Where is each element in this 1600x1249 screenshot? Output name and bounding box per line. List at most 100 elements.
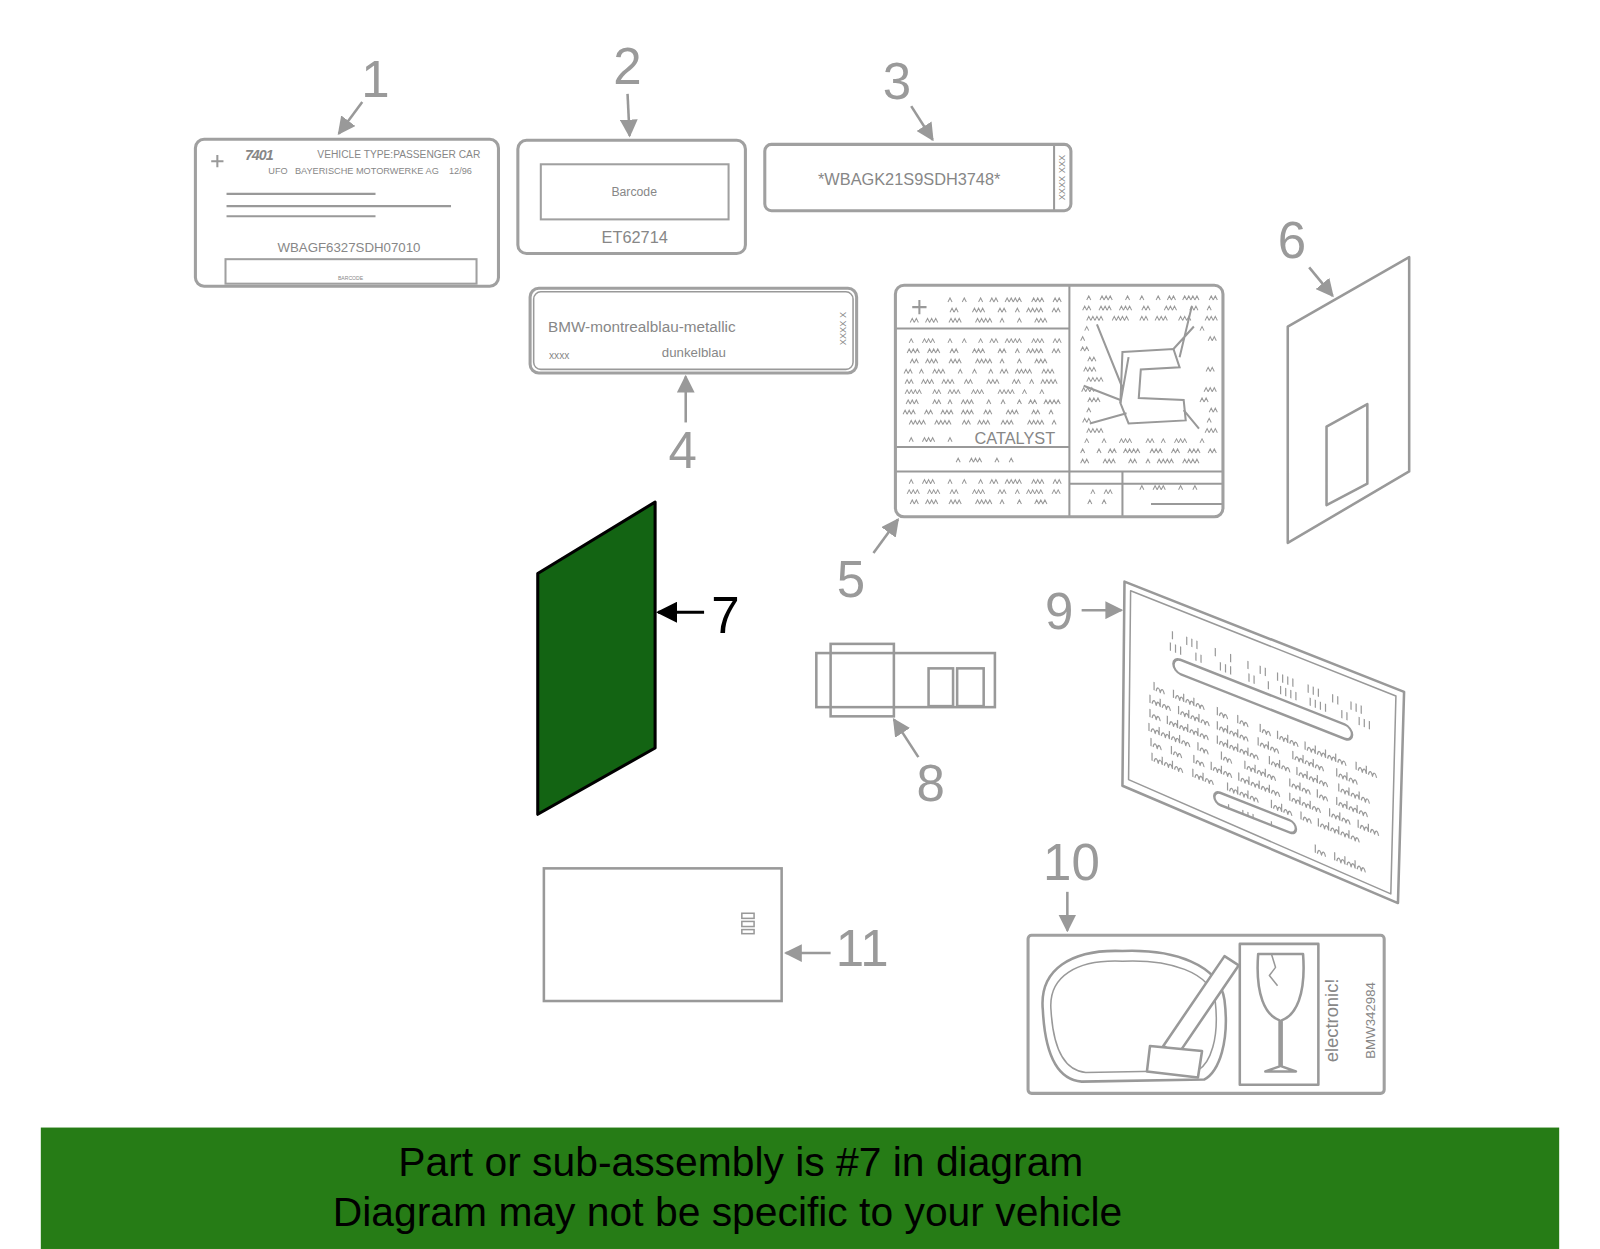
callout-number: 5	[837, 554, 865, 605]
label-text: Barcode	[611, 185, 657, 197]
part-8-connector	[929, 668, 953, 706]
leader-line	[684, 377, 687, 423]
leader-line	[911, 106, 932, 140]
label-text: WBAGF6327SDH07010	[277, 240, 420, 253]
text-texture	[903, 339, 1061, 425]
barcode-label: ET62714 Barcode	[516, 139, 747, 255]
part-10-art	[1258, 954, 1304, 1071]
leader-line	[628, 94, 630, 136]
label-text: BMW-montrealblau-metallic	[548, 319, 736, 334]
emission-label: CATALYST	[894, 284, 1225, 519]
text-texture	[956, 458, 1013, 462]
sticker-4-art	[534, 292, 853, 370]
part-9-card	[1173, 657, 1352, 742]
part-8-connector	[957, 668, 984, 706]
part-10-art	[1163, 956, 1239, 1055]
part-9-card	[1122, 582, 1404, 903]
label-text: electronic!	[1322, 979, 1340, 1063]
label-text: *WBAGK21S9SDH3748*	[818, 171, 1000, 187]
info-banner: Part or sub-assembly is #7 in diagramDia…	[41, 1128, 1559, 1249]
callout-number: 10	[1043, 837, 1100, 888]
part-6-panel	[1327, 404, 1368, 505]
leader-line	[873, 519, 897, 553]
part-10-art	[1240, 944, 1319, 1085]
part-11-box	[544, 868, 782, 1001]
label-text: CATALYST	[974, 431, 1055, 447]
text-texture	[1088, 490, 1112, 504]
sticker-5-art	[1084, 306, 1199, 428]
callout-number: 4	[668, 426, 696, 477]
part-8-connector	[831, 644, 894, 716]
part-9-card	[1149, 622, 1379, 878]
label-text: VEHICLE TYPE:PASSENGER CAR	[317, 150, 480, 160]
label-text: BMW342984	[1364, 982, 1377, 1059]
callout-number: 11	[836, 923, 889, 974]
part-10-art	[1147, 1046, 1202, 1078]
label-text: 12/96	[449, 167, 472, 176]
part-7-panel	[538, 502, 655, 814]
callout-number: 3	[883, 56, 911, 107]
text-texture	[1229, 804, 1272, 826]
text-texture	[1149, 680, 1379, 850]
sticker-3-art	[1053, 145, 1055, 210]
sticker-5-art	[896, 286, 1223, 517]
leader-line	[658, 611, 704, 614]
leader-line	[894, 719, 918, 757]
label-text: 7401	[245, 148, 273, 162]
sticker-3-art	[1053, 145, 1055, 210]
part-11-box	[742, 921, 754, 926]
label-text: XXXX X	[839, 312, 848, 345]
sticker-1-art	[211, 155, 223, 167]
text-texture	[1170, 630, 1369, 729]
barcode-box: BARCODE	[224, 258, 477, 285]
part-6-panel	[1288, 257, 1409, 543]
text-texture	[910, 298, 1061, 322]
leader-lines	[339, 94, 1333, 953]
part-9-card	[1149, 622, 1379, 878]
label-text: xxxx	[549, 351, 569, 361]
part-8-connector	[816, 653, 995, 707]
part-8-connector	[816, 644, 995, 716]
part-7-panel	[538, 502, 655, 814]
label-text: Part or sub-assembly is #7 in diagram	[398, 1141, 1083, 1182]
part-10-art	[1269, 954, 1277, 986]
part-11-box	[742, 913, 754, 918]
sticker-5-art	[896, 286, 1223, 517]
vehicle-label: 7401 VEHICLE TYPE:PASSENGER CAR UFO BAYERIS…	[194, 138, 500, 288]
text-texture	[907, 480, 1061, 504]
label-text: UFO	[268, 167, 287, 176]
leader-line	[786, 952, 831, 955]
part-6-panel	[1288, 257, 1409, 543]
callout-number: 6	[1278, 215, 1306, 266]
label-text: XXXX XXX	[1058, 155, 1067, 200]
callout-number: 2	[613, 41, 641, 92]
callout-number: 8	[916, 758, 944, 809]
label-text: Diagram may not be specific to your vehi…	[333, 1191, 1122, 1232]
text-texture	[1140, 486, 1197, 490]
sticker-5-art	[912, 300, 926, 314]
callout-number: 1	[361, 54, 389, 105]
part-9-card	[1122, 582, 1404, 903]
label-text: ET62714	[602, 230, 668, 246]
part-9-card	[1129, 591, 1396, 894]
label-text: BARCODE	[338, 276, 363, 281]
sticker-5-art	[1120, 349, 1185, 423]
leader-line	[1082, 609, 1122, 612]
leader-line	[339, 102, 362, 134]
label-text: BAYERISCHE MOTORWERKE AG	[295, 167, 439, 176]
barcode-box: Barcode	[540, 163, 730, 220]
callout-number: 9	[1045, 586, 1073, 637]
vin-label: *WBAGK21S9SDH3748* XXXX XXX	[763, 143, 1072, 212]
sticker-1-art	[211, 155, 451, 216]
paint-code-label: BMW-montrealblau-metallicxxxxdunkelblauX…	[529, 287, 859, 375]
text-texture	[909, 438, 952, 442]
sticker-4-art	[534, 292, 853, 370]
leader-line	[1309, 267, 1332, 296]
sticker-5-art	[903, 296, 1217, 504]
part-10-art	[1043, 944, 1319, 1085]
callout-number: 7	[711, 590, 739, 641]
text-texture	[1081, 296, 1218, 463]
part-11-box	[544, 868, 782, 1001]
